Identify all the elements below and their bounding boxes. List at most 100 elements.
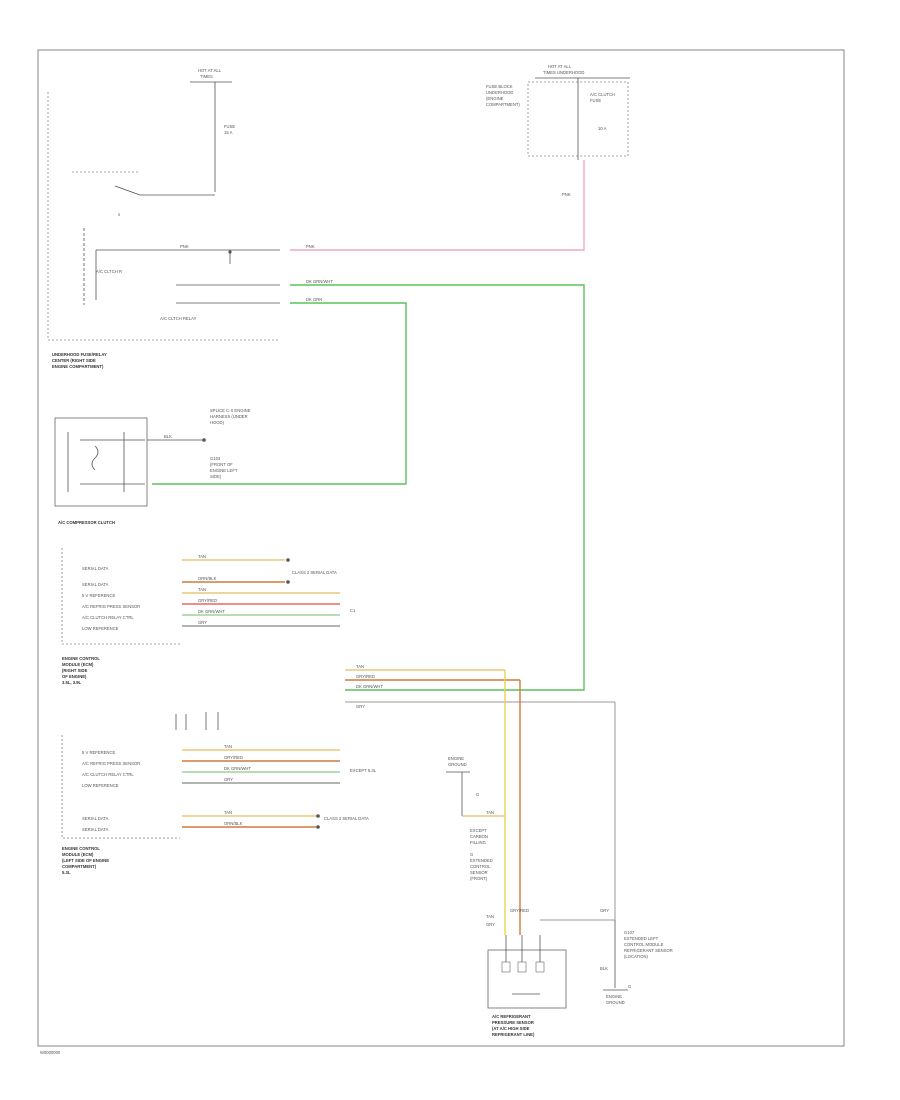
ecm2-pin-2: A/C REFRIG PRESS SENSOR	[82, 761, 140, 766]
wire-pink-label-1: PNK	[562, 192, 571, 197]
ecm2-pin-1: 5 V REFERENCE	[82, 750, 115, 755]
relay-label: A/C CLTCH RELAY	[160, 316, 197, 321]
wire-pink-label-2: PNK	[306, 244, 315, 249]
bundle-tan: TAN	[356, 664, 364, 669]
clutch-note-top-1: SPLICE C-X ENGINE	[210, 408, 251, 413]
ecm2-pin-3: A/C CLUTCH RELAY CTRL	[82, 772, 134, 777]
g-note-5: (FRONT)	[470, 876, 488, 881]
relay-box-line-2: CENTER (RIGHT SIDE	[52, 358, 96, 363]
svg-text:10 A: 10 A	[598, 126, 607, 131]
ecm2-pin-6: SERIAL DATA	[82, 827, 109, 832]
ecm1-pin-3: 5 V REFERENCE	[82, 593, 115, 598]
ecm1-wire-orn-blk: ORN/BLK	[198, 576, 217, 581]
footer-code: W0000000	[40, 1050, 61, 1055]
ground-2-line-1: ENGINE	[606, 994, 622, 999]
g-note-2: EXTENDED	[470, 858, 493, 863]
ecm2-dest: CLASS 2 SERIAL DATA	[324, 816, 369, 821]
relay-box-line-1: UNDERHOOD FUSE/RELAY	[52, 352, 107, 357]
ecm1-title-1: ENGINE CONTROL	[62, 656, 100, 661]
ecm2-wire-tan-2: TAN	[224, 810, 232, 815]
svg-text:COMPARTMENT): COMPARTMENT)	[486, 102, 520, 107]
ecm2-title-1: ENGINE CONTROL	[62, 846, 100, 851]
ecm1-wire-dkgrn-wht: DK GRN/WHT	[198, 609, 225, 614]
svg-text:FUSE BLOCK: FUSE BLOCK	[486, 84, 513, 89]
svg-text:15 A: 15 A	[224, 130, 233, 135]
ecm1-pin-4: A/C REFRIG PRESS SENSOR	[82, 604, 140, 609]
svg-text:FUSE: FUSE	[590, 98, 601, 103]
svg-text:A/C CLTCH R: A/C CLTCH R	[96, 269, 122, 274]
fuse-label-left: FUSE	[224, 124, 235, 129]
diagram-frame	[37, 49, 845, 1047]
clutch-note-top-3: HOOD)	[210, 420, 225, 425]
relay-box-outline	[47, 92, 280, 341]
right-note-3: CONTROL MODULE	[624, 942, 664, 947]
ecm2-title-4: COMPARTMENT)	[62, 864, 97, 869]
pressure-sensor-box	[487, 949, 567, 1009]
wire-dkgrn-clutch	[152, 302, 407, 485]
engine-ground-1: ENGINE GROUND G TAN	[446, 756, 505, 817]
ecm2-pin-5: SERIAL DATA	[82, 816, 109, 821]
ecm2-title-5: 5.3L	[62, 870, 71, 875]
wire-dkgrn-label: DK GRN	[306, 297, 322, 302]
fuse-top-right-line-2: TIMES UNDERHOOD	[543, 70, 584, 75]
wire-pink-label-3: PNK	[180, 244, 189, 249]
svg-text:UNDERHOOD: UNDERHOOD	[486, 90, 513, 95]
fuse-top-right-line-1: HOT AT ALL	[548, 64, 572, 69]
ecm1-outline	[61, 548, 180, 645]
wire-dkgrn-wht-long	[290, 284, 585, 691]
ecm2-pin-4: LOW REFERENCE	[82, 783, 119, 788]
right-note-2: EXTENDED LEFT	[624, 936, 659, 941]
right-note-5: (LOCATION)	[624, 954, 648, 959]
bundle-gry-red: GRY/RED	[356, 674, 375, 679]
bundle-dkgrn-wht: DK GRN/WHT	[356, 684, 383, 689]
ecm2-outline	[61, 735, 180, 839]
fuse-top-left: HOT AT ALL TIMES FUSE 15 A	[190, 68, 235, 192]
ecm2-wire-gry-red: GRY/RED	[224, 755, 243, 760]
sensor-title-1: A/C REFRIGERANT	[492, 1014, 531, 1019]
wire-pink	[290, 160, 585, 251]
ecm1-title-4: OF ENGINE)	[62, 674, 87, 679]
g-note-3: CONTROL	[470, 864, 491, 869]
right-note-1: G107	[624, 930, 635, 935]
clutch-note-bottom-4: SIDE)	[210, 474, 222, 479]
svg-text:GRY/RED: GRY/RED	[510, 908, 529, 913]
ground-1-wire-tan: TAN	[486, 810, 494, 815]
ground-2-wire-gry: GRY	[600, 908, 609, 913]
clutch-label: A/C COMPRESSOR CLUTCH	[58, 520, 115, 525]
ground-2-wire-blk: BLK	[600, 966, 608, 971]
ecm2-title-2: MODULE (ECM)	[62, 852, 94, 857]
svg-text:G: G	[628, 984, 631, 989]
ecm1-pin-2: SERIAL DATA	[82, 582, 109, 587]
ecm2-wire-gry: GRY	[224, 777, 233, 782]
svg-text:A/C CLUTCH: A/C CLUTCH	[590, 92, 615, 97]
ground-1-line-2: GROUND	[448, 762, 467, 767]
svg-text:TAN: TAN	[486, 914, 494, 919]
g-note-4: SENSOR	[470, 870, 488, 875]
bundle-gry: GRY	[356, 704, 365, 709]
ecm1-pin-5: A/C CLUTCH RELAY CTRL	[82, 615, 134, 620]
fuse-top-left-line-1: HOT AT ALL	[198, 68, 222, 73]
ecm1-pin-6: LOW REFERENCE	[82, 626, 119, 631]
ecm1-pin-1: SERIAL DATA	[82, 566, 109, 571]
wire-dkgrn-wht-label: DK GRN/WHT	[306, 279, 333, 284]
ground-2-line-2: GROUND	[606, 1000, 625, 1005]
engine-ground-2: GRY G107 EXTENDED LEFT CONTROL MODULE RE…	[600, 908, 673, 1005]
clutch-box	[54, 417, 148, 507]
ecm2-wire-dkgrn-wht: DK GRN/WHT	[224, 766, 251, 771]
clutch-note-top-2: HARNESS (UNDER	[210, 414, 248, 419]
wire-blk-label: BLK	[164, 434, 172, 439]
clutch-note-bottom-1: G103	[210, 456, 221, 461]
splice-note-1: EXCEPT	[470, 828, 487, 833]
g-note-1: G	[470, 852, 473, 857]
sensor-title-4: REFRIGERANT LINE)	[492, 1032, 535, 1037]
ecm1-wire-tan-1: TAN	[198, 554, 206, 559]
svg-text:GRY: GRY	[486, 922, 495, 927]
ground-1-line-1: ENGINE	[448, 756, 464, 761]
ecm1-side-label: C1	[350, 608, 356, 613]
sensor-title-2: PRESSURE SENSOR	[492, 1020, 534, 1025]
ecm2-title-3: (LEFT SIDE OF ENGINE	[62, 858, 109, 863]
svg-text:s: s	[118, 212, 120, 217]
clutch-note-bottom-3: ENGINE LEFT	[210, 468, 238, 473]
splice-note-2: CARBON	[470, 834, 488, 839]
